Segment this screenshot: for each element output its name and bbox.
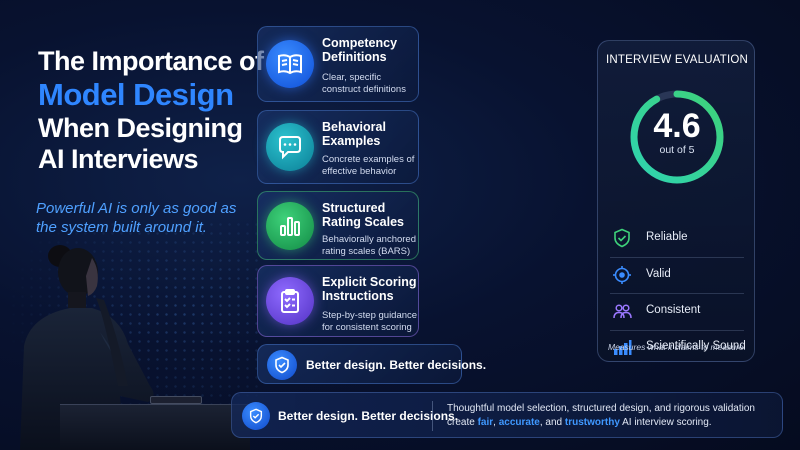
eval-item-reliable: Reliable bbox=[610, 223, 744, 253]
highlight-trustworthy: trustworthy bbox=[564, 417, 620, 428]
card-title: Structured Rating Scales bbox=[322, 201, 404, 229]
laptop bbox=[150, 396, 202, 404]
score-gauge bbox=[630, 90, 724, 184]
eval-item-valid: Valid bbox=[610, 260, 744, 290]
card-title: Behavioral Examples bbox=[322, 120, 386, 148]
score-subtitle: out of 5 bbox=[659, 144, 695, 156]
banner-text: , and bbox=[539, 417, 565, 428]
title-accent: Model Design bbox=[38, 77, 234, 112]
book-icon bbox=[266, 40, 314, 88]
card-description: Behaviorally anchored rating scales (BAR… bbox=[322, 234, 417, 257]
interview-evaluation-panel: INTERVIEW EVALUATION 4.6 out of 5 Reliab… bbox=[597, 40, 755, 362]
card-structured-rating-scales: Structured Rating Scales Behaviorally an… bbox=[257, 191, 419, 260]
card-behavioral-examples: Behavioral Examples Concrete examples of… bbox=[257, 110, 419, 184]
title-line-4: AI Interviews bbox=[38, 144, 199, 174]
evaluation-title: INTERVIEW EVALUATION bbox=[605, 54, 749, 66]
banner-text: , bbox=[493, 417, 499, 428]
bottom-banner: Better design. Better decisions. Thought… bbox=[231, 392, 783, 438]
eval-item-label: Reliable bbox=[646, 231, 688, 243]
target-icon bbox=[613, 266, 631, 284]
card-competency-definitions: Competency Definitions Clear, specific c… bbox=[257, 26, 419, 102]
gauge-arc bbox=[630, 90, 724, 184]
eval-item-label: Consistent bbox=[646, 304, 701, 316]
divider bbox=[610, 257, 744, 258]
banner-description: Thoughtful model selection, structured d… bbox=[447, 402, 777, 430]
title-line-1: The Importance of bbox=[38, 46, 264, 76]
chat-bubble-icon bbox=[266, 123, 314, 171]
shield-check-icon bbox=[614, 228, 630, 248]
banner-text: AI interview scoring. bbox=[619, 417, 712, 428]
people-icon bbox=[613, 304, 632, 319]
banner-text: Thoughtful model selection, structured d… bbox=[447, 403, 755, 428]
tagline: Powerful AI is only as good as the syste… bbox=[36, 200, 237, 236]
eval-item-label: Valid bbox=[646, 268, 671, 280]
shield-check-icon bbox=[267, 350, 297, 380]
shield-check-icon bbox=[242, 402, 270, 430]
desk bbox=[60, 404, 250, 450]
card-description: Clear, specific construct definitions bbox=[322, 72, 406, 95]
card-description: Step-by-step guidance for consistent sco… bbox=[322, 310, 418, 333]
highlight-accurate: accurate bbox=[498, 417, 540, 428]
divider bbox=[610, 330, 744, 331]
divider bbox=[432, 401, 433, 431]
banner-slogan: Better design. Better decisions. bbox=[278, 409, 459, 423]
divider bbox=[610, 293, 744, 294]
eval-item-label: Scientifically Sound bbox=[646, 340, 746, 352]
clipboard-check-icon bbox=[266, 277, 314, 325]
evaluation-footer: Measures what it claims to measure. bbox=[608, 342, 746, 352]
title-line-3: When Designing bbox=[38, 113, 243, 143]
eval-item-consistent: Consistent bbox=[610, 296, 744, 326]
highlight-fair: fair bbox=[477, 417, 494, 428]
card-title: Explicit Scoring Instructions bbox=[322, 275, 417, 303]
card-title: Competency Definitions bbox=[322, 36, 398, 64]
score-value: 4.6 bbox=[653, 107, 701, 145]
bar-chart-icon bbox=[266, 201, 314, 250]
eval-item-scientifically-sound: Scientifically Sound bbox=[610, 332, 746, 362]
page-title: The Importance of Model Design When Desi… bbox=[38, 46, 264, 175]
mini-banner: Better design. Better decisions. bbox=[257, 344, 486, 384]
mini-banner-text: Better design. Better decisions. bbox=[306, 358, 487, 372]
bar-chart-icon bbox=[614, 340, 632, 355]
card-explicit-scoring-instructions: Explicit Scoring Instructions Step-by-st… bbox=[257, 265, 419, 337]
card-description: Concrete examples of effective behavior bbox=[322, 154, 415, 177]
